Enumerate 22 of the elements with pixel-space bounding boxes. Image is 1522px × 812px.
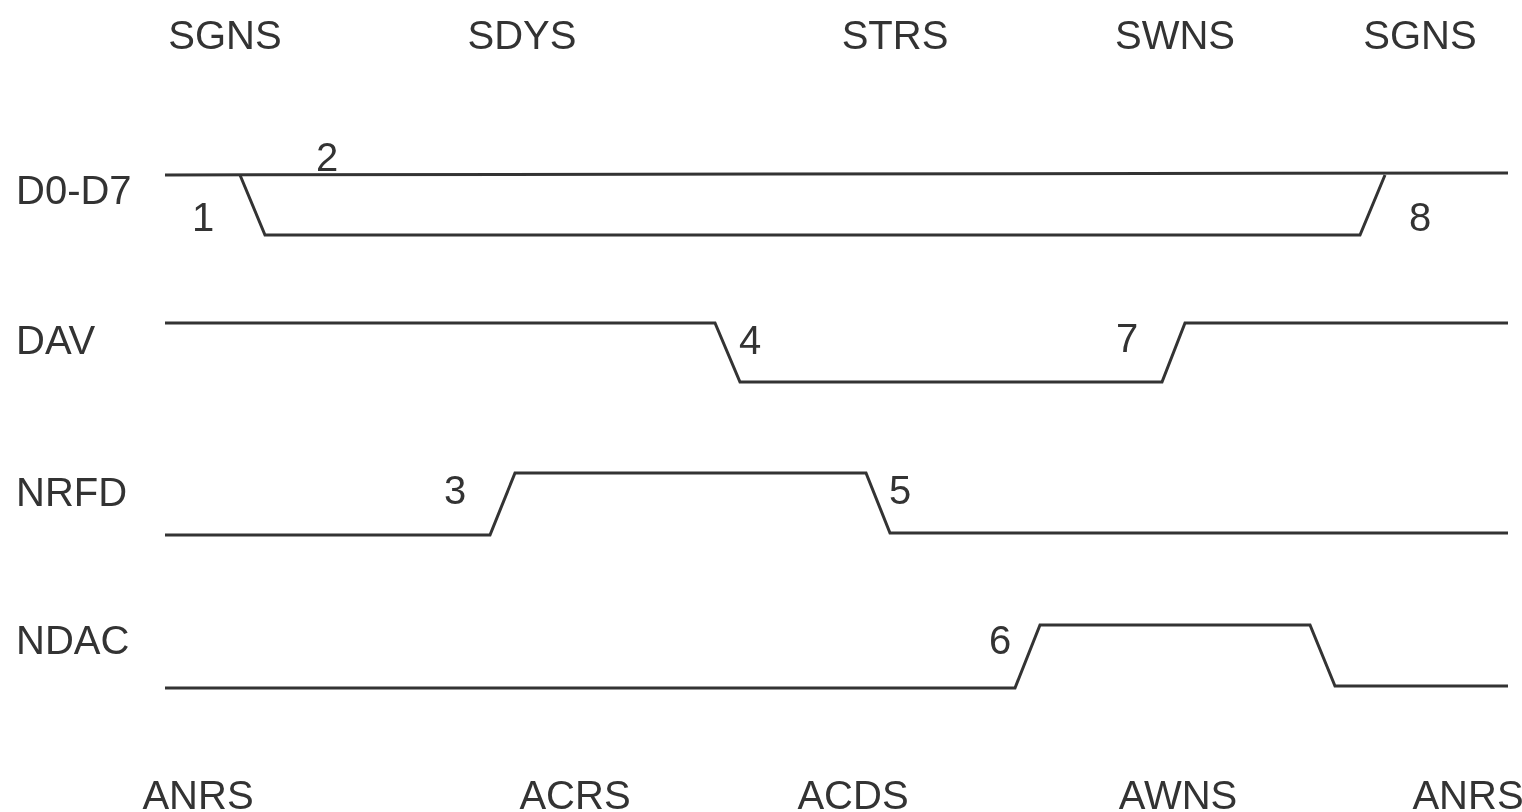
state-name: SGNS	[168, 15, 282, 55]
state-name: AWNS	[1118, 775, 1238, 812]
state-name: SGNS	[1363, 15, 1477, 55]
signal-name: NRFD	[16, 472, 128, 512]
state-name: SDYS	[467, 15, 577, 55]
state-name: STRS	[841, 15, 949, 55]
event-number: 7	[1115, 318, 1139, 358]
event-number: 5	[888, 470, 912, 510]
signal-name: NDAC	[16, 620, 130, 660]
state-name: ACRS	[519, 775, 631, 812]
signal-name: DAV	[16, 320, 96, 360]
state-name: ACDS	[797, 775, 909, 812]
event-number: 2	[315, 137, 339, 177]
event-number: 3	[443, 470, 467, 510]
state-name: SWNS	[1115, 15, 1235, 55]
event-number: 6	[988, 620, 1012, 660]
event-number: 1	[191, 197, 215, 237]
state-name: ANRS	[142, 775, 254, 812]
event-number: 4	[738, 320, 762, 360]
signal-name: D0-D7	[16, 170, 132, 210]
state-name: ANRS	[1412, 775, 1522, 812]
event-number: 8	[1408, 197, 1432, 237]
